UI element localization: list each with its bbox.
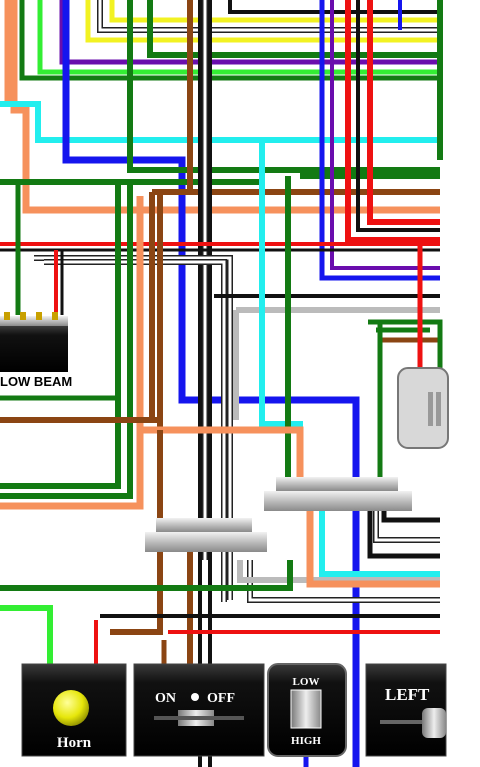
wire-purple (59, 0, 440, 65)
wire-cyan (0, 101, 440, 143)
low-beam-connector (0, 312, 68, 372)
wire-purple (330, 0, 440, 270)
wire-green (0, 182, 133, 499)
wire-black (381, 510, 440, 523)
wire-black (228, 0, 440, 14)
wire-light-green (0, 605, 53, 664)
connector-block-left (145, 518, 267, 552)
wire-blue (62, 0, 360, 767)
light-switch[interactable]: ON OFF (133, 663, 265, 757)
light-switch-off-label: OFF (207, 691, 235, 706)
wire-white (374, 510, 440, 542)
wire-black (356, 0, 440, 232)
wire-orange (306, 510, 440, 588)
dip-switch-low-label: LOW (293, 676, 320, 688)
indicator-slider-icon (422, 708, 446, 738)
wire-light-green (37, 0, 440, 75)
wire-red (367, 0, 440, 225)
low-beam-label: LOW BEAM (0, 374, 72, 389)
wire-blue (319, 0, 440, 281)
rocker-switch-icon (290, 689, 322, 729)
wire-cyan (319, 510, 440, 577)
light-switch-on-label: ON (155, 691, 176, 706)
switch-indicator-dot-icon (191, 693, 199, 701)
horn-button[interactable]: Horn (21, 663, 127, 757)
wire-orange (10, 0, 260, 214)
wire-bundle (0, 0, 443, 767)
wire-green (147, 0, 440, 58)
dip-switch[interactable]: LOW HIGH (267, 663, 347, 757)
indicator-left-label: LEFT (385, 685, 430, 704)
wire-green (127, 0, 440, 173)
yellow-push-button-icon (53, 690, 89, 726)
relay-module-icon (397, 367, 449, 449)
horn-label: Horn (57, 735, 92, 751)
wire-black (367, 510, 440, 559)
wire-grey (237, 560, 440, 583)
wire-white (44, 260, 226, 602)
wire-orange (0, 196, 144, 510)
indicator-switch[interactable]: LEFT (365, 663, 447, 757)
connector-block-right (264, 477, 412, 511)
dip-switch-high-label: HIGH (291, 735, 321, 747)
wire-red (345, 0, 440, 243)
wire-white (98, 0, 440, 32)
wire-green (0, 560, 293, 591)
wire-green (0, 182, 121, 489)
wire-green (19, 0, 440, 81)
wire-white (34, 256, 232, 600)
wire-white (248, 560, 440, 602)
wire-orange (140, 426, 304, 490)
wire-brown (110, 430, 163, 635)
